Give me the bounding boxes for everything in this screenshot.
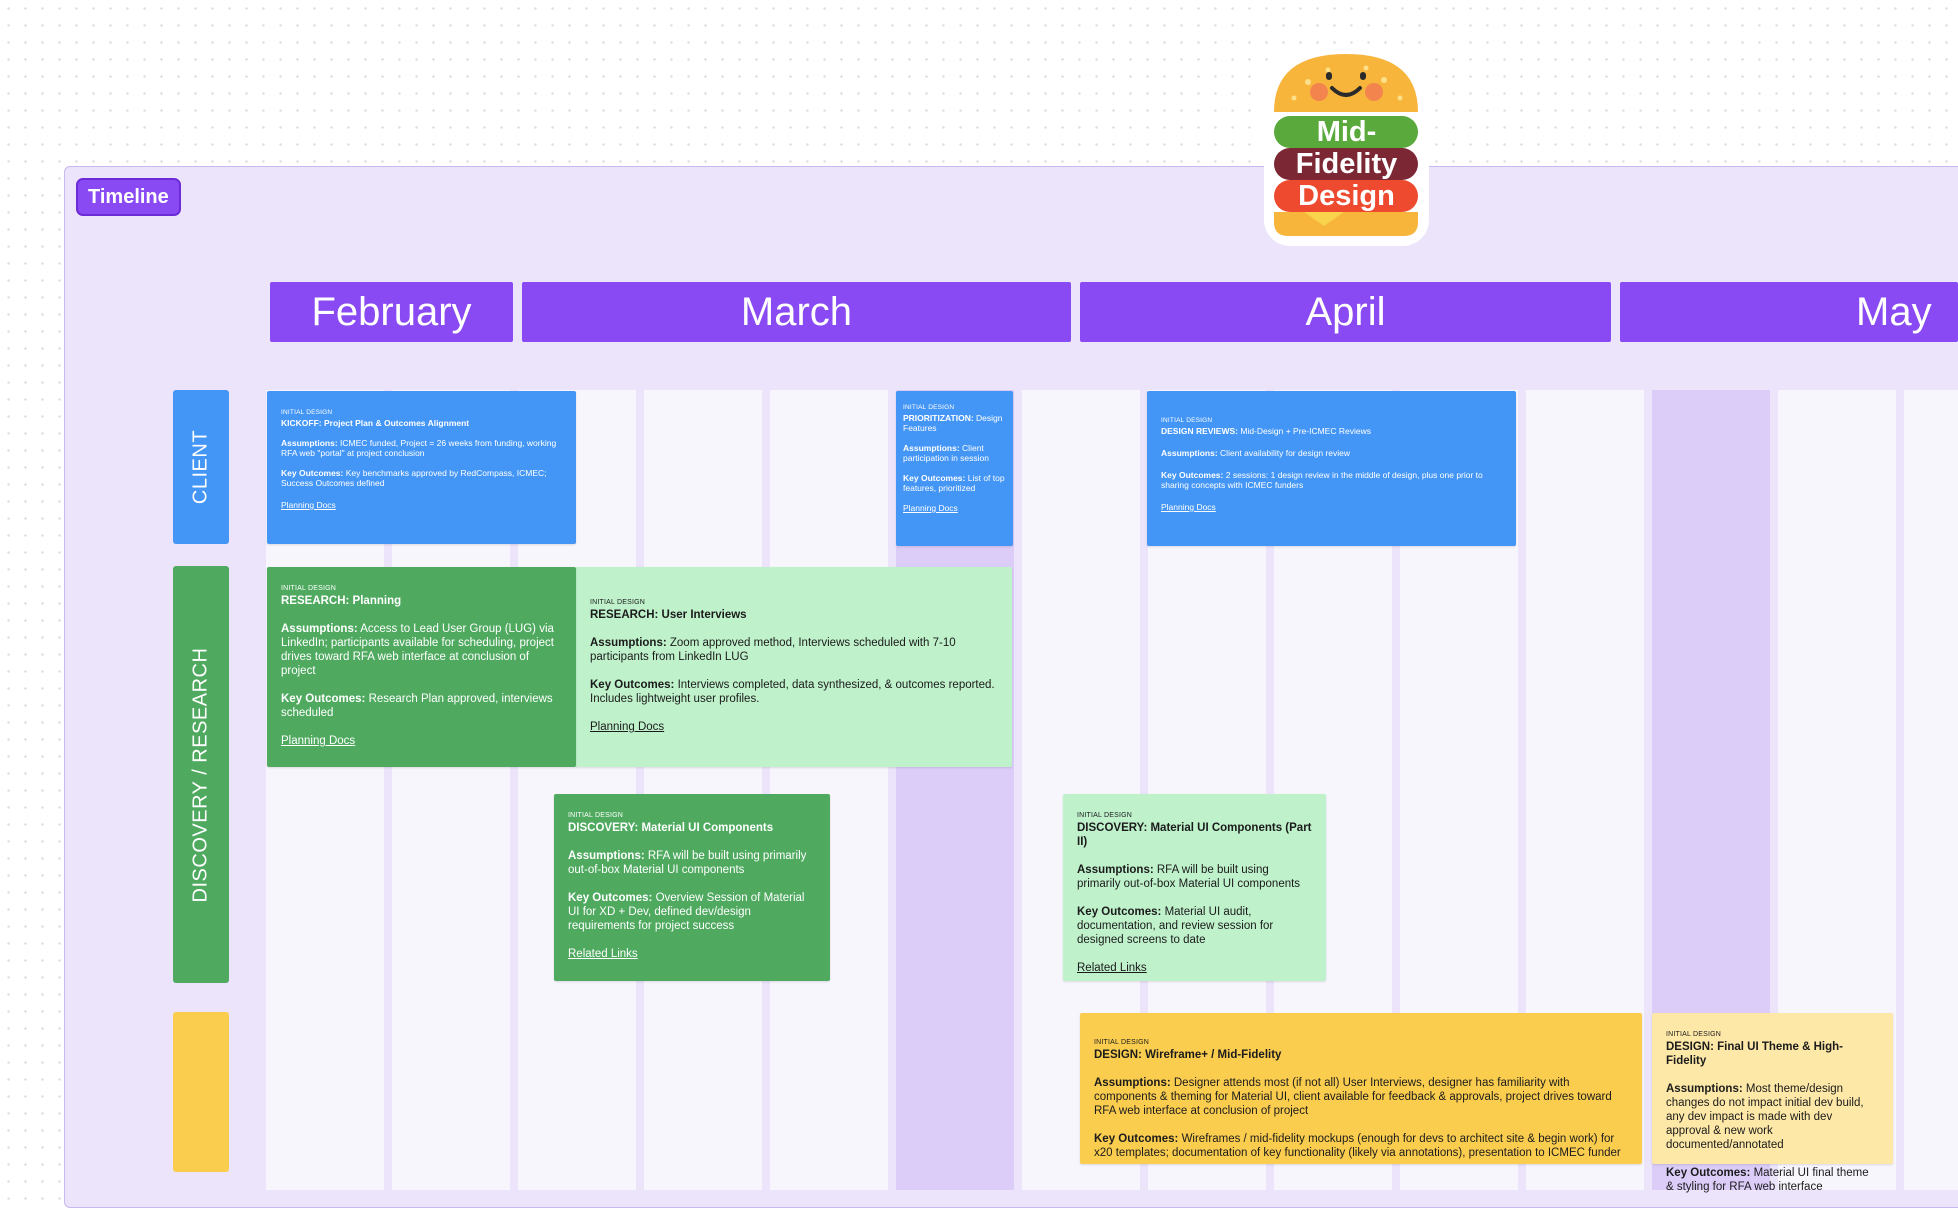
card-title: KICKOFF: Project Plan & Outcomes Alignme… [281,418,470,428]
card-material-ui-part-2[interactable]: INITIAL DESIGN DISCOVERY: Material UI Co… [1063,794,1326,981]
card-title: RESEARCH: User Interviews [590,609,747,621]
card-kickoff[interactable]: INITIAL DESIGN KICKOFF: Project Plan & O… [267,391,576,544]
lane-discovery-label: DISCOVERY / RESEARCH [189,647,212,902]
card-prioritization[interactable]: INITIAL DESIGN PRIORITIZATION: Design Fe… [896,391,1013,546]
card-design-reviews[interactable]: INITIAL DESIGN DESIGN REVIEWS: Mid-Desig… [1147,391,1516,546]
badge-line-2: Fidelity [1295,148,1398,180]
card-wireframe[interactable]: INITIAL DESIGN DESIGN: Wireframe+ / Mid-… [1080,1013,1642,1164]
card-title: DISCOVERY: Material UI Components (Part … [1077,822,1312,848]
card-title: DISCOVERY: Material UI Components [568,822,774,834]
planning-docs-link[interactable]: Planning Docs [903,503,958,513]
planning-docs-link[interactable]: Planning Docs [590,721,665,733]
month-april: April [1080,282,1611,342]
lane-client: CLIENT [173,390,229,544]
month-february: February [270,282,513,342]
card-title: DESIGN: Wireframe+ / Mid-Fidelity [1094,1049,1282,1061]
planning-docs-link[interactable]: Planning Docs [1161,502,1216,512]
card-final-ui[interactable]: INITIAL DESIGN DESIGN: Final UI Theme & … [1652,1013,1893,1193]
card-title: DESIGN: Final UI Theme & High-Fidelity [1666,1041,1843,1067]
related-links-link[interactable]: Related Links [1077,962,1147,974]
month-march: March [522,282,1071,342]
badge-line-1: Mid- [1316,116,1377,148]
badge-line-3: Design [1298,180,1395,212]
timeline-label[interactable]: Timeline [76,178,181,216]
card-research-planning[interactable]: INITIAL DESIGN RESEARCH: Planning Assump… [267,567,576,767]
card-title: RESEARCH: Planning [281,595,402,607]
lane-client-label: CLIENT [189,429,212,505]
card-user-interviews[interactable]: INITIAL DESIGN RESEARCH: User Interviews… [575,567,1012,767]
card-material-ui[interactable]: INITIAL DESIGN DISCOVERY: Material UI Co… [554,794,830,981]
lane-design [173,1012,229,1172]
burger-icon [1274,54,1418,236]
lane-discovery-research: DISCOVERY / RESEARCH [173,566,229,983]
mid-fidelity-design-badge: Mid- Fidelity Design [1264,50,1429,246]
planning-docs-link[interactable]: Planning Docs [281,500,336,510]
planning-docs-link[interactable]: Planning Docs [281,735,356,747]
related-links-link[interactable]: Related Links [568,948,638,960]
month-may: May [1620,282,1958,342]
